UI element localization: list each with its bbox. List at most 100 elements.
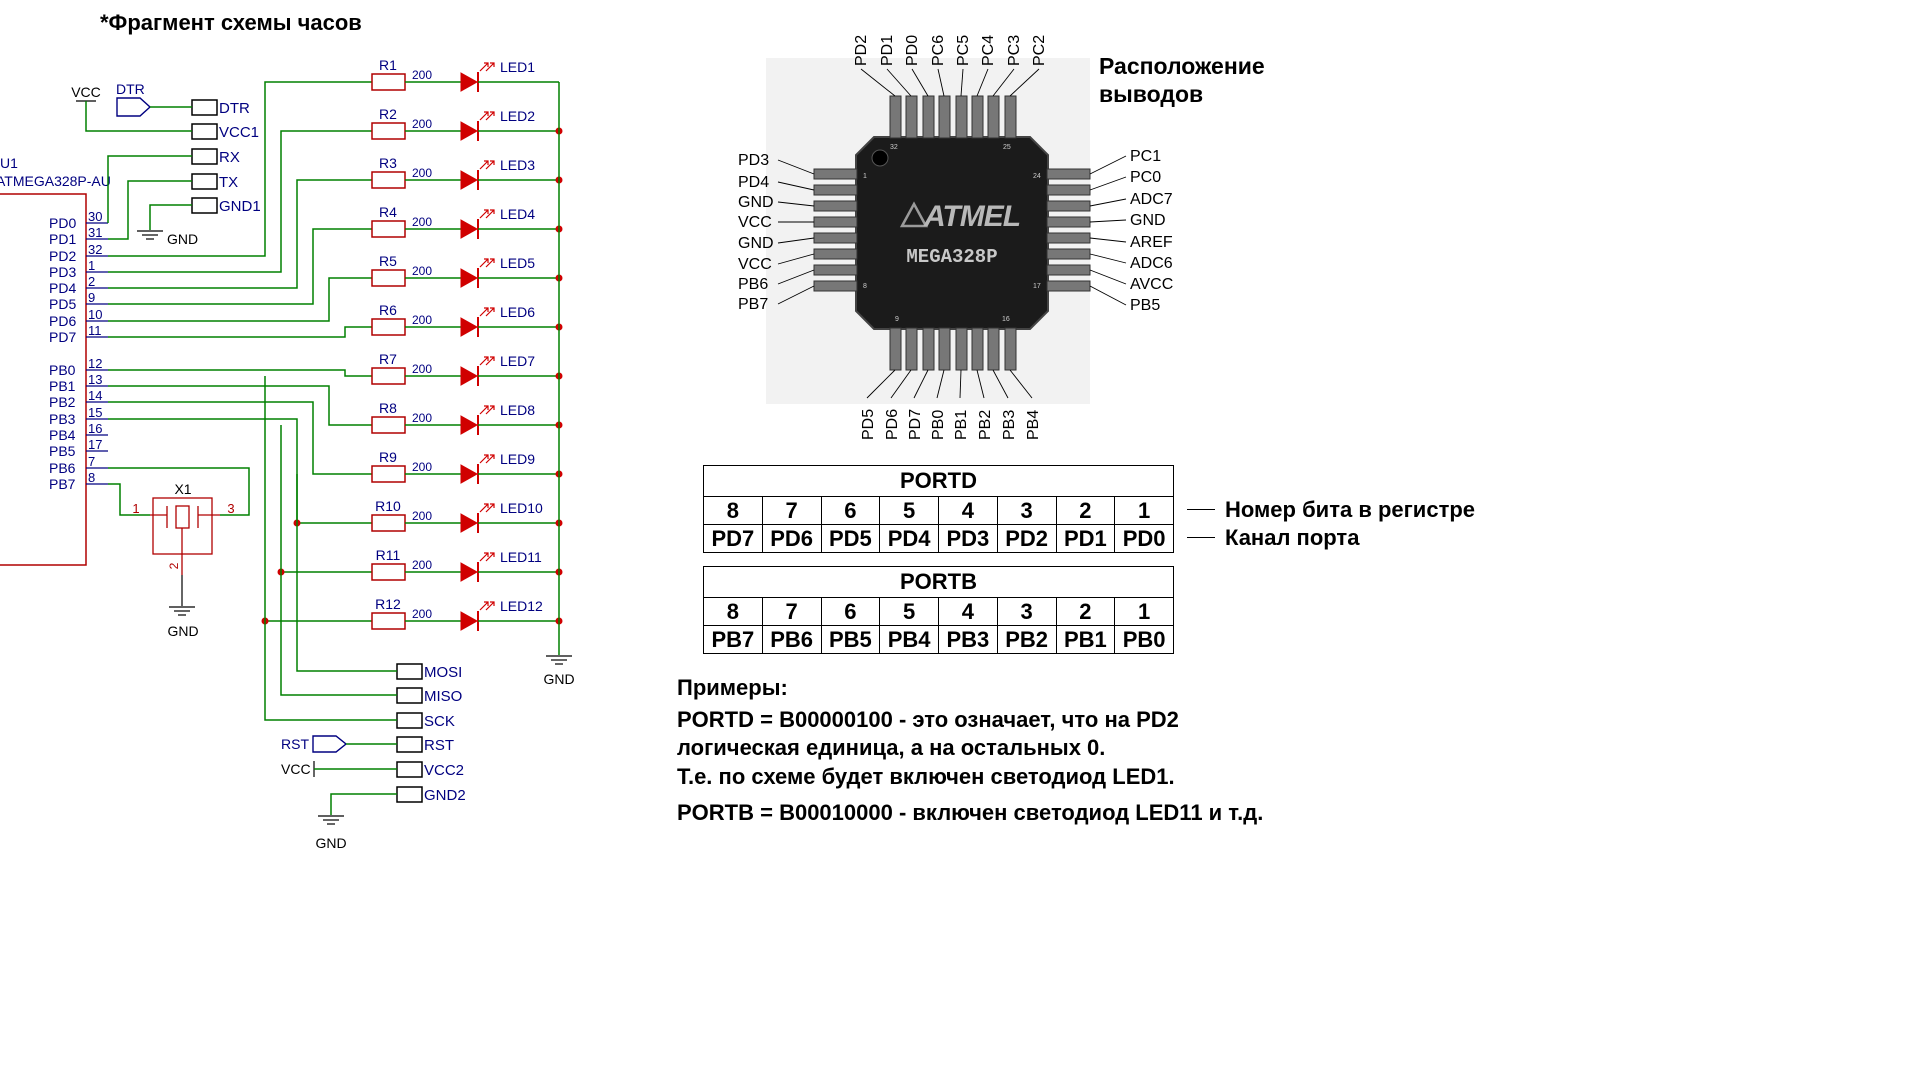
resistor-value: 200 <box>412 509 432 523</box>
vcc-label-top: VCC <box>71 84 101 100</box>
bottom-header-rst-pad <box>396 736 423 753</box>
resistor-r10 <box>371 514 406 532</box>
chip-top-pin <box>922 95 935 139</box>
mcu-pin-number: 16 <box>88 421 102 436</box>
resistor-value: 200 <box>412 215 432 229</box>
wire-gnd1 <box>149 204 192 230</box>
left-pin-label: GND <box>738 235 774 252</box>
mcu-pin-name: PB1 <box>49 378 76 394</box>
right-pin-leader <box>1089 237 1127 243</box>
mcu-pin-number: 1 <box>88 258 95 273</box>
chip-bottom-pin <box>987 327 1000 371</box>
wire-led8 <box>108 385 372 426</box>
resistor-r3 <box>371 171 406 189</box>
chip-top-pin <box>1004 95 1017 139</box>
bottom-header-sck-pad <box>396 712 423 729</box>
top-header-vcc1-pad <box>191 123 218 140</box>
mcu-pin-number: 8 <box>88 470 95 485</box>
right-pin-leader <box>1089 285 1127 306</box>
pin-mark-24: 24 <box>1033 173 1041 180</box>
right-pin-leader <box>1089 219 1127 223</box>
resistor-r12 <box>371 612 406 630</box>
bottom-pin-leader <box>866 369 896 399</box>
crystal-element <box>175 505 190 529</box>
top-pin-leader <box>886 68 912 97</box>
chip-bottom-pin <box>971 327 984 371</box>
right-pin-label: AREF <box>1130 234 1173 251</box>
resistor-value: 200 <box>412 460 432 474</box>
chip-top-pin <box>971 95 984 139</box>
resistor-value: 200 <box>412 117 432 131</box>
top-pin-label: PC2 <box>1031 35 1048 66</box>
right-pin-leader <box>1089 269 1127 285</box>
bottom-header-gnd2-pad <box>396 786 423 803</box>
crystal-ref: X1 <box>174 481 191 497</box>
top-pin-leader <box>1009 68 1040 97</box>
right-pin-label: AVCC <box>1130 276 1173 293</box>
led-diode-11 <box>460 562 479 582</box>
top-header-dtr-label: DTR <box>219 100 250 117</box>
resistor-ref: R11 <box>376 547 401 563</box>
resistor-r1 <box>371 73 406 91</box>
chip-top-pin <box>889 95 902 139</box>
mcu-pin-name: PD0 <box>49 215 76 231</box>
chip-right-pin <box>1046 168 1091 180</box>
wire-led1 <box>108 81 372 257</box>
mcu-part: ATMEGA328P-AU <box>0 173 111 189</box>
left-pin-leader <box>777 237 815 244</box>
resistor-ref: R9 <box>379 449 397 465</box>
led-arrows <box>479 356 495 366</box>
mcu-pin-name: PD1 <box>49 231 76 247</box>
led-diode-10 <box>460 513 479 533</box>
resistor-ref: R5 <box>379 253 397 269</box>
top-pin-label: PC5 <box>955 35 972 66</box>
mcu-pin-name: PD7 <box>49 329 76 345</box>
chip-left-pin <box>813 280 858 292</box>
bottom-header-mosi-label: MOSI <box>424 664 462 681</box>
chip-right-pin <box>1046 232 1091 244</box>
wire-gnd2 <box>330 793 397 815</box>
led-label: LED8 <box>500 402 535 418</box>
chip-model: MEGA328P <box>906 246 997 268</box>
led-diode-1 <box>460 72 479 92</box>
led-diode-5 <box>460 268 479 288</box>
mcu-pin-name: PD2 <box>49 248 76 264</box>
mcu-pin-number: 7 <box>88 454 95 469</box>
mcu-pin-number: 13 <box>88 372 102 387</box>
chip-right-pin <box>1046 280 1091 292</box>
vcc-label-bottom: VCC <box>281 761 311 777</box>
led-label: LED12 <box>500 598 543 614</box>
chip-bottom-pin <box>1004 327 1017 371</box>
gnd-top-label: GND <box>167 231 198 247</box>
mcu-pin-name: PB3 <box>49 411 76 427</box>
wire-tx <box>108 180 192 240</box>
wire-led3 <box>108 179 372 289</box>
top-pin-leader <box>992 68 1015 97</box>
chip-top-pin <box>938 95 951 139</box>
pin-mark-17: 17 <box>1033 283 1041 290</box>
bottom-pin-label: PB3 <box>1001 410 1018 440</box>
resistor-r5 <box>371 269 406 287</box>
crystal-pin2: 2 <box>167 562 181 569</box>
mcu-pin-number: 9 <box>88 290 95 305</box>
crystal-pin1: 1 <box>132 501 139 516</box>
atmel-logo-triangle-icon <box>899 201 929 228</box>
bottom-header-vcc2-pad <box>396 761 423 778</box>
top-header-vcc1-label: VCC1 <box>219 124 259 141</box>
top-header-gnd1-pad <box>191 197 218 214</box>
mcu-pin-number: 32 <box>88 242 102 257</box>
bottom-header-vcc2-label: VCC2 <box>424 762 464 779</box>
resistor-ref: R10 <box>375 498 401 514</box>
resistor-ref: R7 <box>379 351 397 367</box>
wire-vcc1 <box>85 101 192 132</box>
top-pin-leader <box>911 68 929 97</box>
top-header-gnd1-label: GND1 <box>219 198 261 215</box>
resistor-value: 200 <box>412 68 432 82</box>
gnd-crystal-label: GND <box>167 623 198 639</box>
mcu-pin-name: PD5 <box>49 296 76 312</box>
pin-mark-25: 25 <box>1003 144 1011 151</box>
chip-bottom-pin <box>938 327 951 371</box>
pin-mark-16: 16 <box>1002 316 1010 323</box>
left-pin-leader <box>777 181 815 191</box>
